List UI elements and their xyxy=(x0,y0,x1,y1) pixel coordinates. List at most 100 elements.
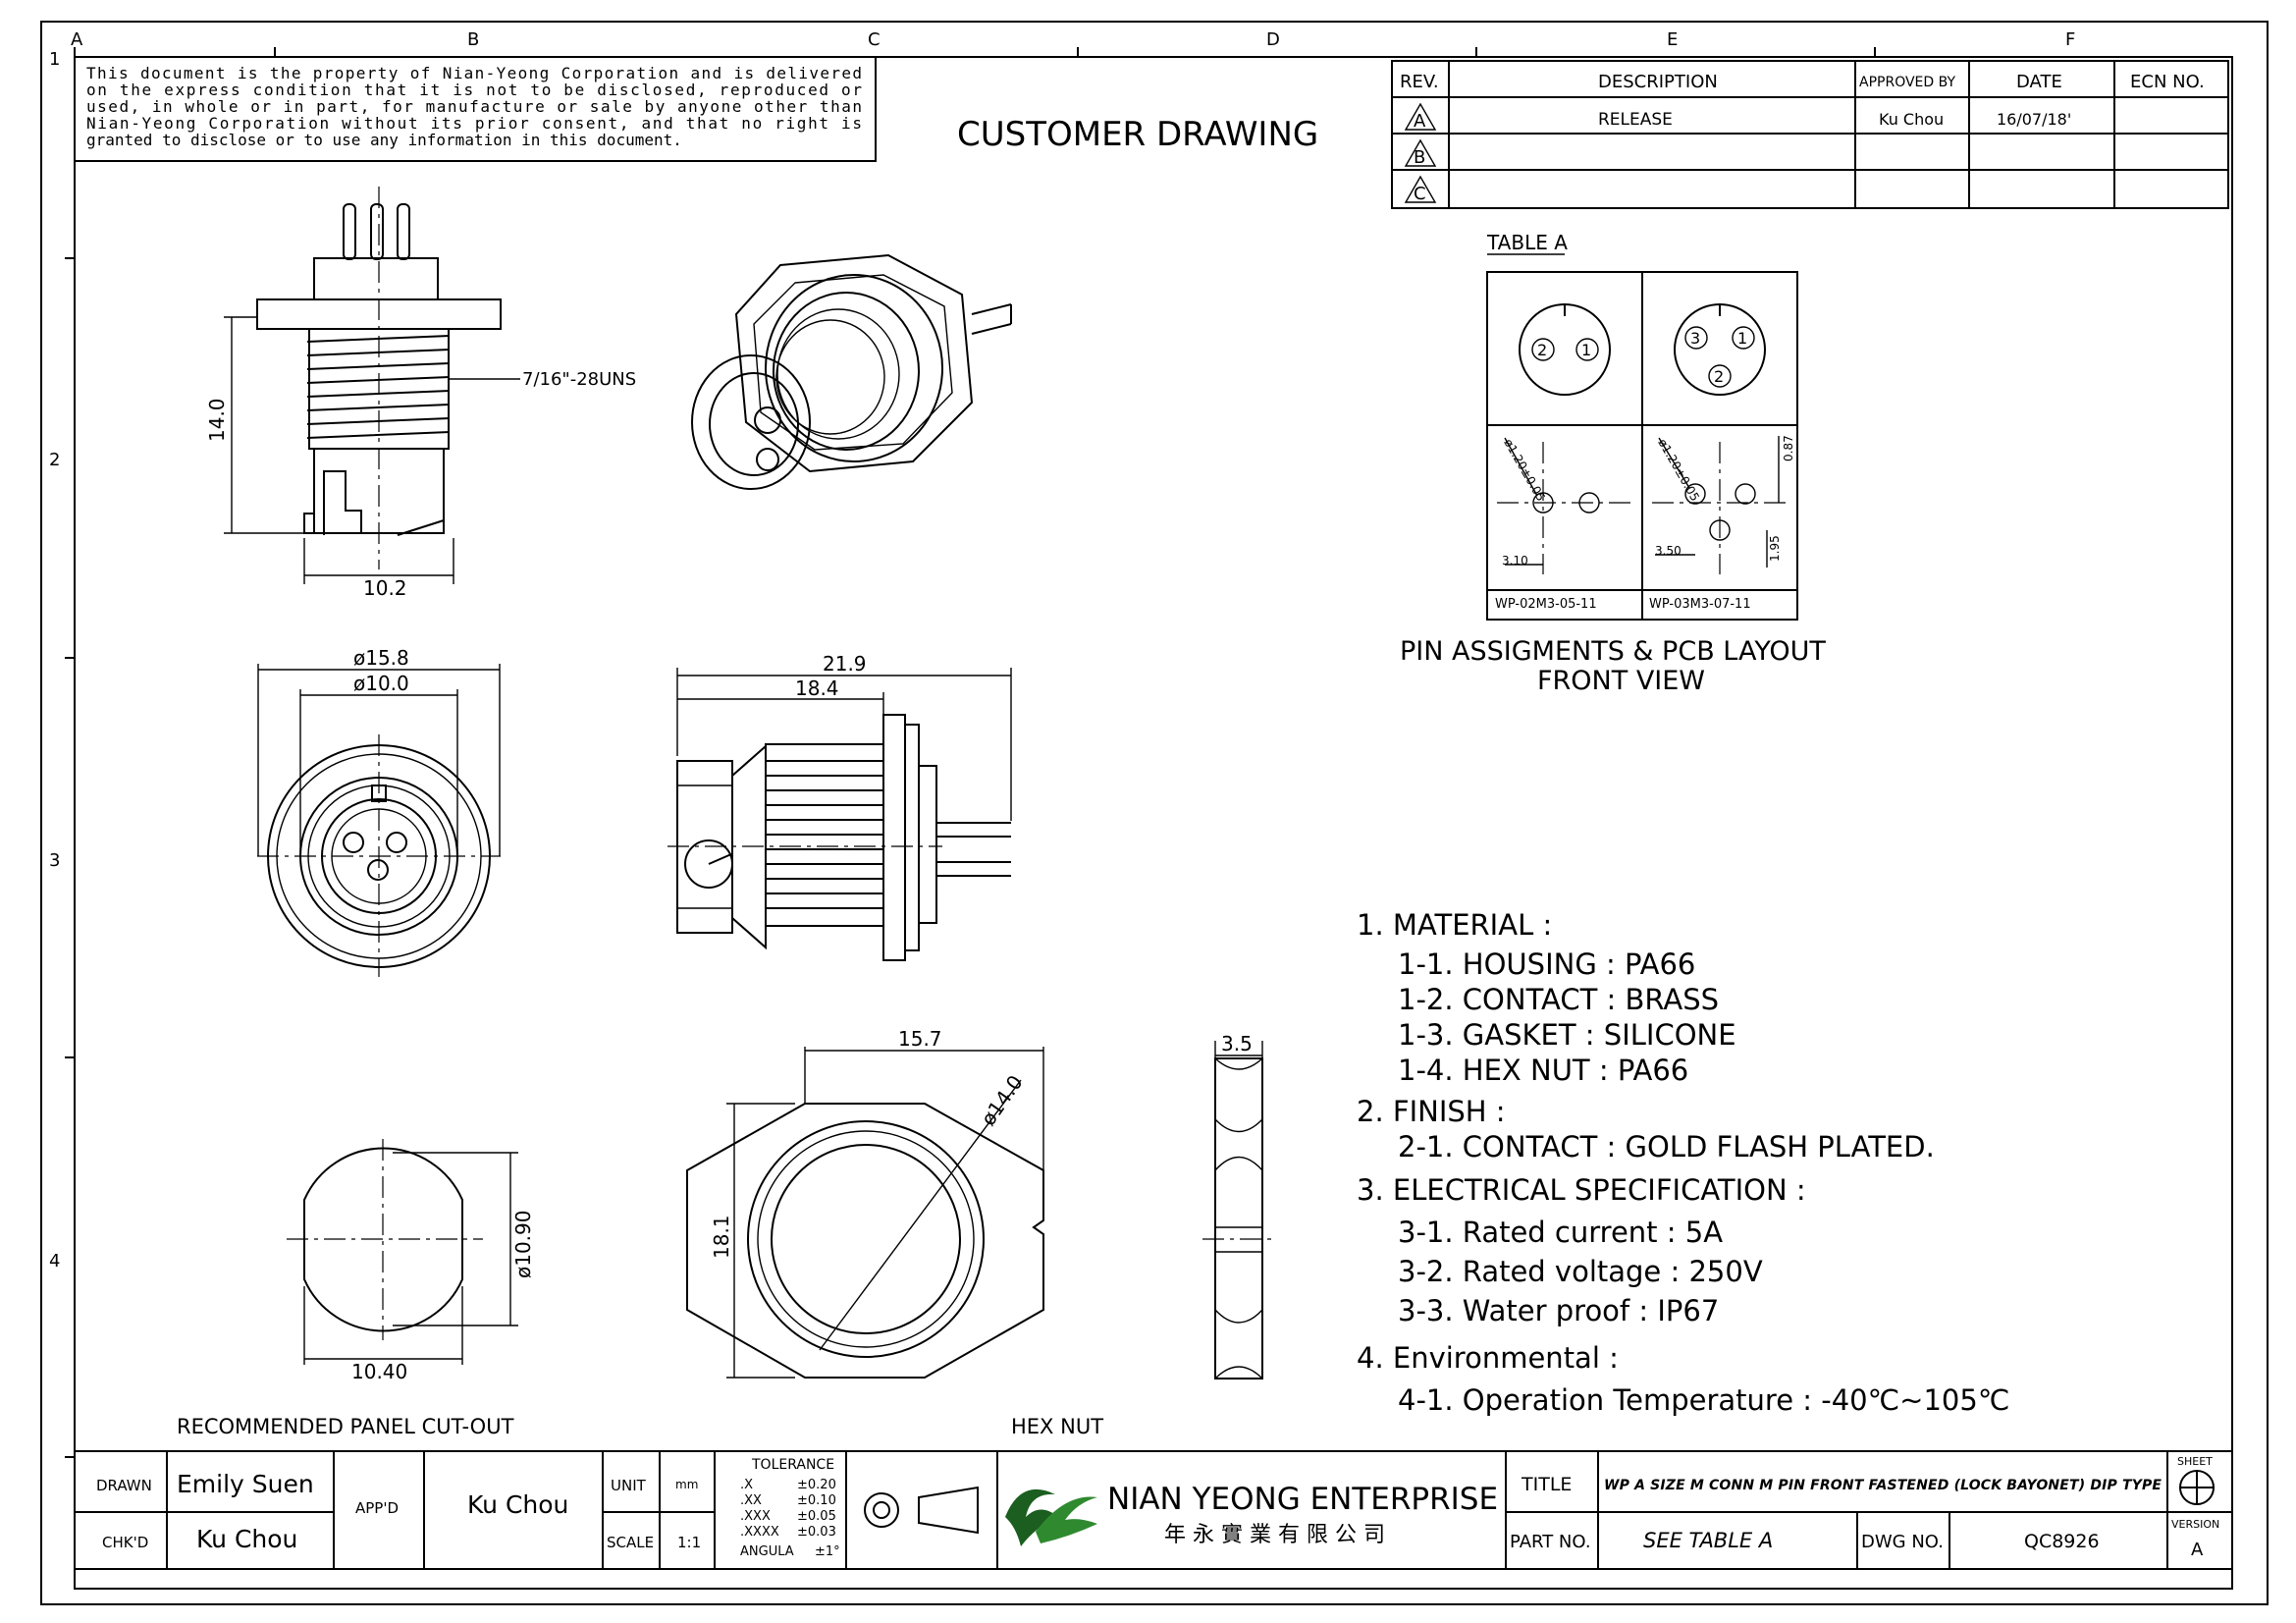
drawing-title: WP A SIZE M CONN M PIN FRONT FASTENED (L… xyxy=(1604,1478,2162,1493)
scale-label: SCALE xyxy=(607,1534,654,1551)
logo-swoosh-light xyxy=(1036,1496,1097,1543)
spec-3-1: 3-1. Rated current : 5A xyxy=(1398,1216,1723,1249)
proprietary-notice: This document is the property of Nian-Ye… xyxy=(74,56,877,162)
inner-border xyxy=(74,56,2233,1590)
chkd-label: CHK'D xyxy=(102,1534,148,1551)
pin3-label-b: 1 xyxy=(1737,329,1747,348)
tol-val-4: ±0.03 xyxy=(797,1525,836,1540)
company-name-cn: 年 永 實 業 有 限 公 司 xyxy=(1164,1523,1385,1547)
tol-key-5: ANGULA xyxy=(740,1544,794,1559)
pcb2-pitch-dim: 3.10 xyxy=(1502,554,1528,568)
inner-dia-dim: ø10.0 xyxy=(353,672,409,695)
zone-row-2: 2 xyxy=(49,450,60,470)
zone-col-c: C xyxy=(868,29,881,50)
tol-key-2: .XX xyxy=(740,1493,762,1508)
logo-swoosh-dark xyxy=(1005,1488,1058,1546)
unit-label: UNIT xyxy=(611,1477,647,1494)
rev-header-date: DATE xyxy=(2016,72,2062,92)
projection-symbol-icon xyxy=(864,1486,979,1535)
zone-markers: A B C D E F 1 2 3 4 xyxy=(49,29,2075,1458)
zone-col-f: F xyxy=(2065,29,2075,50)
width-dim: 10.2 xyxy=(363,576,407,600)
pcb3-pitch-dim: 3.50 xyxy=(1655,544,1682,558)
pin-caption-2: FRONT VIEW xyxy=(1537,666,1705,696)
doc-title: CUSTOMER DRAWING xyxy=(957,115,1318,154)
nut-width-dim: 15.7 xyxy=(898,1027,942,1051)
tol-key-1: .X xyxy=(740,1478,753,1492)
spec-4-head: 4. Environmental : xyxy=(1357,1341,1619,1375)
zone-row-1: 1 xyxy=(49,49,60,70)
pin3-label-a: 3 xyxy=(1690,329,1700,348)
scale-value: 1:1 xyxy=(677,1534,701,1551)
zone-col-a: A xyxy=(71,29,83,50)
title-label: TITLE xyxy=(1521,1474,1572,1495)
appd-label: APP'D xyxy=(355,1499,399,1517)
connector-side-view: 7/16"-28UNS 14.0 10.2 xyxy=(205,187,636,600)
sheet-target-icon xyxy=(2179,1470,2215,1505)
title-block: DRAWN Emily Suen CHK'D Ku Chou APP'D Ku … xyxy=(75,1450,2232,1570)
tol-val-1: ±0.20 xyxy=(797,1478,836,1492)
pin-table: TABLE A 2 1 3 1 2 ø1.20±0.05 3.10 xyxy=(1400,231,1826,696)
notice-line-5: granted to disclose or to use any inform… xyxy=(86,131,682,149)
revision-table: REV. DESCRIPTION APPROVED BY DATE ECN NO… xyxy=(1391,60,2229,209)
dwgno-label: DWG NO. xyxy=(1861,1532,1944,1552)
notice-line-2: on the express condition that it is not … xyxy=(86,81,862,99)
dwgno-value: QC8926 xyxy=(2024,1531,2100,1552)
pcb3-dim-v1: 0.87 xyxy=(1782,435,1795,461)
pin-face-2 xyxy=(1519,303,1611,396)
spec-1-2: 1-2. CONTACT : BRASS xyxy=(1398,983,1719,1016)
pin2-label-b: 1 xyxy=(1581,341,1591,359)
zone-col-b: B xyxy=(467,29,479,50)
tol-val-3: ±0.05 xyxy=(797,1509,836,1524)
tol-key-3: .XXX xyxy=(740,1509,771,1524)
zone-col-d: D xyxy=(1266,29,1280,50)
zone-row-4: 4 xyxy=(49,1251,60,1271)
hex-nut-edge-view: 3.5 xyxy=(1202,1032,1276,1380)
outer-border xyxy=(40,21,2269,1605)
pin3-label-c: 2 xyxy=(1714,367,1724,386)
part-number-3pin: WP-03M3-07-11 xyxy=(1649,597,1751,612)
nut-dia-dim: ø14.0 xyxy=(976,1071,1027,1130)
version-label: VERSION xyxy=(2171,1518,2219,1531)
spec-4-1: 4-1. Operation Temperature : -40℃~105℃ xyxy=(1398,1383,2009,1417)
tol-val-5: ±1° xyxy=(815,1544,840,1559)
spec-1-4: 1-4. HEX NUT : PA66 xyxy=(1398,1054,1688,1087)
spec-1-3: 1-3. GASKET : SILICONE xyxy=(1398,1018,1736,1052)
sheet-label: SHEET xyxy=(2177,1455,2213,1468)
version-value: A xyxy=(2191,1540,2204,1560)
panel-cutout-view: 10.40 ø10.90 RECOMMENDED PANEL CUT-OUT xyxy=(177,1139,535,1438)
spec-3-head: 3. ELECTRICAL SPECIFICATION : xyxy=(1357,1173,1806,1207)
zone-col-e: E xyxy=(1667,29,1678,50)
rev-row-c-rev: C xyxy=(1414,184,1426,204)
rev-row-a-rev: A xyxy=(1414,111,1426,132)
spec-1-1: 1-1. HOUSING : PA66 xyxy=(1398,947,1695,981)
pin-caption-1: PIN ASSIGMENTS & PCB LAYOUT xyxy=(1400,636,1826,667)
spec-3-2: 3-2. Rated voltage : 250V xyxy=(1398,1255,1763,1288)
spec-notes: 1. MATERIAL : 1-1. HOUSING : PA66 1-2. C… xyxy=(1357,908,2009,1417)
hex-nut-label: HEX NUT xyxy=(1011,1415,1103,1438)
pcb2-hole-dim: ø1.20±0.05 xyxy=(1501,437,1548,504)
rev-row-a-description: RELEASE xyxy=(1598,110,1673,130)
unit-value: mm xyxy=(675,1478,698,1491)
connector-front-view: ø15.8 ø10.0 xyxy=(257,646,501,977)
length-total-dim: 21.9 xyxy=(823,652,867,676)
spec-3-3: 3-3. Water proof : IP67 xyxy=(1398,1294,1719,1327)
rev-row-b-rev: B xyxy=(1414,147,1425,168)
cut-width-dim: 10.40 xyxy=(351,1360,407,1383)
height-dim: 14.0 xyxy=(205,398,229,442)
drawn-value: Emily Suen xyxy=(177,1470,314,1498)
rev-row-a-approved: Ku Chou xyxy=(1879,110,1944,129)
spec-1-head: 1. MATERIAL : xyxy=(1357,908,1552,942)
cut-dia-dim: ø10.90 xyxy=(511,1211,535,1279)
drawn-label: DRAWN xyxy=(96,1477,152,1494)
rev-header-description: DESCRIPTION xyxy=(1598,72,1718,92)
spec-2-1: 2-1. CONTACT : GOLD FLASH PLATED. xyxy=(1398,1130,1935,1163)
notice-line-4: Nian-Yeong Corporation without its prior… xyxy=(86,114,862,133)
part-number-2pin: WP-02M3-05-11 xyxy=(1495,597,1597,612)
thread-dim: 7/16"-28UNS xyxy=(522,369,636,390)
rev-header-rev: REV. xyxy=(1400,72,1439,92)
notice-line-3: used, in whole or in part, for manufactu… xyxy=(86,97,862,116)
connector-profile-view: 21.9 18.4 xyxy=(667,652,1012,961)
table-a-title: TABLE A xyxy=(1486,231,1568,254)
